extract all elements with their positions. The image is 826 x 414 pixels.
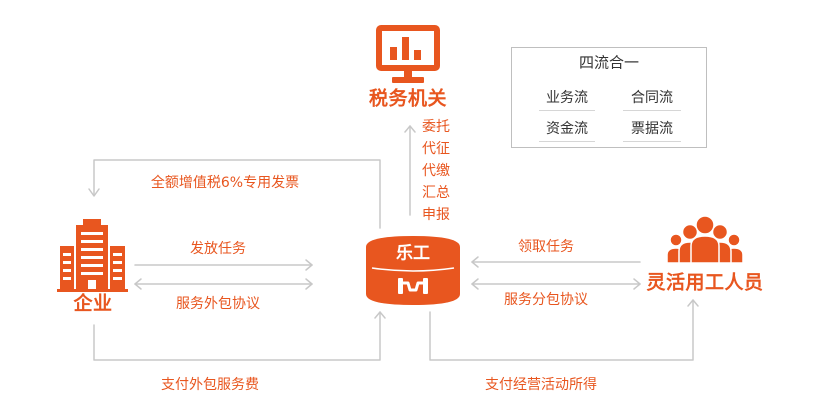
arrowhead-up: [687, 299, 699, 307]
arrowhead-left: [471, 278, 479, 290]
people-group-icon: [666, 215, 744, 264]
chart-bar: [402, 37, 409, 60]
tax-action-item: 委托: [422, 119, 450, 135]
connector-pay-outsourcing-fee-line: [93, 311, 381, 361]
four-flows-box: [511, 47, 707, 148]
building-windows: [63, 232, 122, 290]
connector-invoice: [88, 159, 381, 229]
outsourcing-agreement-label: 服务外包协议: [176, 296, 260, 312]
tax-authority-label: 税务机关: [368, 87, 448, 110]
workers-label: 灵活用工人员: [646, 271, 764, 294]
connector-pay-outsourcing-fee: [93, 311, 386, 361]
arrowhead-up: [374, 311, 386, 319]
platform-mark-icon: [398, 278, 428, 294]
arrowhead-right: [633, 278, 641, 290]
platform-label: 乐工: [396, 243, 430, 264]
tax-action-item: 代缴: [422, 163, 450, 179]
connector-issue-task: [134, 259, 313, 271]
enterprise-label: 企业: [73, 292, 113, 315]
arrowhead-left: [471, 256, 479, 268]
connector-outsourcing-agreement: [134, 278, 313, 290]
building-roof: [83, 219, 101, 226]
chart-bar: [414, 50, 421, 60]
chart-bar: [390, 47, 397, 60]
arrowhead-right: [305, 278, 313, 290]
tax-actions-list: 委托 代征 代缴 汇总 申报: [421, 116, 451, 226]
office-building-icon: [57, 219, 128, 292]
pay-outsourcing-fee-label: 支付外包服务费: [161, 377, 259, 393]
building-ground: [57, 289, 128, 292]
building-right-wing: [110, 246, 125, 290]
connector-pay-operating-income-line: [429, 299, 694, 361]
receive-task-label: 领取任务: [518, 239, 574, 255]
connector-tax-report: [404, 125, 416, 216]
pay-operating-income-label: 支付经营活动所得: [485, 377, 597, 393]
connector-invoice-line: [93, 159, 381, 229]
arrowhead-down: [88, 188, 100, 197]
tax-action-item: 汇总: [422, 185, 450, 201]
monitor-neck: [404, 71, 412, 77]
person-center: [690, 215, 720, 264]
monitor-bar-chart-icon: [376, 25, 440, 83]
building-left-wing: [60, 246, 74, 290]
monitor-frame: [376, 25, 440, 71]
issue-task-label: 发放任务: [190, 241, 246, 257]
four-flows-item: 合同流: [631, 90, 673, 106]
arrowhead-up: [404, 125, 416, 133]
invoice-flow-label: 全额增值税6%专用发票: [150, 175, 300, 191]
tax-action-item: 代征: [422, 141, 450, 157]
four-flows-item: 资金流: [546, 121, 588, 137]
four-flows-item: 票据流: [631, 121, 673, 137]
arrowhead-left: [134, 278, 142, 290]
arrowhead-right: [305, 259, 313, 271]
connector-subcontract-agreement: [471, 278, 641, 290]
four-flows-title: 四流合一: [578, 53, 640, 72]
platform-divider: [371, 267, 455, 272]
subcontract-agreement-label: 服务分包协议: [504, 292, 588, 308]
platform-logo-icon: [366, 236, 460, 305]
four-flows-item: 业务流: [546, 90, 588, 106]
connector-receive-task: [471, 256, 641, 268]
monitor-base: [392, 77, 424, 83]
connector-pay-operating-income: [429, 299, 699, 361]
tax-action-item: 申报: [422, 207, 450, 223]
